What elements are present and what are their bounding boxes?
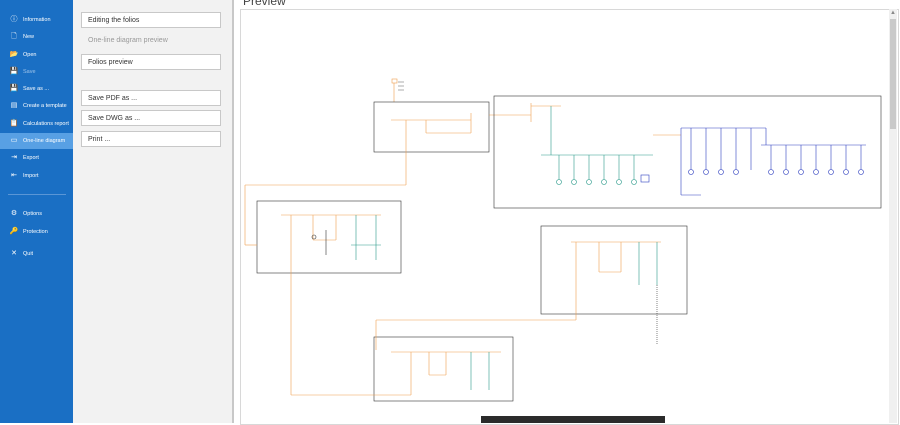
sidebar-item-save[interactable]: 💾 Save [0, 64, 73, 80]
sidebar-item-create-template[interactable]: ▤ Create a template [0, 98, 73, 114]
sidebar-item-protection[interactable]: 🔑 Protection [0, 224, 73, 240]
scrollbar-thumb[interactable] [890, 19, 896, 129]
sidebar-item-label: Options [23, 211, 42, 217]
sidebar-item-label: New [23, 34, 35, 40]
report-icon: 📋 [9, 120, 19, 127]
sidebar-item-new[interactable]: 🗋 New [0, 29, 73, 45]
gear-icon: ⚙ [10, 210, 18, 217]
close-icon: ✕ [11, 250, 17, 257]
sidebar-item-quit[interactable]: ✕ Quit [0, 246, 73, 262]
sidebar-item-one-line-diagram[interactable]: ▭ One-line diagram [0, 133, 73, 149]
print-button[interactable]: Print ... [81, 131, 221, 147]
diagram-icon: ▭ [10, 137, 18, 144]
sidebar-item-calculations-report[interactable]: 📋 Calculations report [0, 116, 73, 132]
save-pdf-button[interactable]: Save PDF as ... [81, 90, 221, 106]
sidebar-item-information[interactable]: ⓘ Information [0, 12, 73, 28]
import-icon: ⇤ [11, 172, 17, 179]
sidebar-item-label: One-line diagram [23, 138, 66, 144]
print-options-panel: Editing the folios One-line diagram prev… [73, 0, 232, 423]
sidebar-item-label: Calculations report [23, 121, 69, 127]
diagram-preview[interactable] [240, 9, 899, 425]
sidebar-item-options[interactable]: ⚙ Options [0, 206, 73, 222]
panel-divider [232, 0, 234, 423]
preview-toolbar[interactable] [481, 416, 665, 423]
switchboard-frame-5 [373, 336, 514, 402]
sidebar-item-label: Protection [23, 229, 48, 235]
source-symbol [391, 78, 404, 102]
sidebar-item-label: Quit [23, 251, 34, 257]
vertical-scrollbar[interactable]: ▲ [889, 9, 897, 423]
switchboard-frame-3 [256, 200, 402, 274]
export-icon: ⇥ [11, 154, 17, 161]
save-as-icon: 💾 [9, 85, 19, 92]
folios-preview-button[interactable]: Folios preview [81, 54, 221, 70]
new-file-icon: 🗋 [11, 33, 17, 40]
switchboard-frame-2 [493, 95, 882, 209]
one-line-diagram-drawing [244, 78, 882, 402]
sidebar-item-open[interactable]: 📂 Open [0, 47, 73, 63]
switchboard-frame-1 [373, 101, 490, 153]
sidebar-item-save-as[interactable]: 💾 Save as ... [0, 81, 73, 97]
folder-open-icon: 📂 [9, 51, 19, 58]
one-line-preview-label[interactable]: One-line diagram preview [88, 37, 168, 44]
sidebar-divider [8, 194, 66, 195]
sidebar-item-export[interactable]: ⇥ Export [0, 150, 73, 166]
key-icon: 🔑 [9, 228, 19, 235]
sidebar-item-import[interactable]: ⇤ Import [0, 168, 73, 184]
sidebar-item-label: Open [23, 52, 37, 58]
sidebar-item-label: Export [23, 155, 39, 161]
switchboard-frame-4 [540, 225, 688, 315]
sidebar-item-label: Save as ... [23, 86, 49, 92]
sidebar-item-label: Information [23, 17, 51, 23]
editing-folios-button[interactable]: Editing the folios [81, 12, 221, 28]
scroll-up-arrow-icon[interactable]: ▲ [890, 10, 896, 16]
sidebar: ⓘ Information 🗋 New 📂 Open 💾 Save 💾 Save… [0, 0, 73, 423]
sidebar-item-label: Save [23, 69, 36, 75]
info-icon: ⓘ [10, 16, 18, 23]
save-icon: 💾 [9, 68, 19, 75]
template-icon: ▤ [10, 102, 18, 109]
save-dwg-button[interactable]: Save DWG as ... [81, 110, 221, 126]
preview-title: Preview [243, 0, 286, 8]
sidebar-item-label: Import [23, 173, 39, 179]
sidebar-item-label: Create a template [23, 103, 67, 109]
